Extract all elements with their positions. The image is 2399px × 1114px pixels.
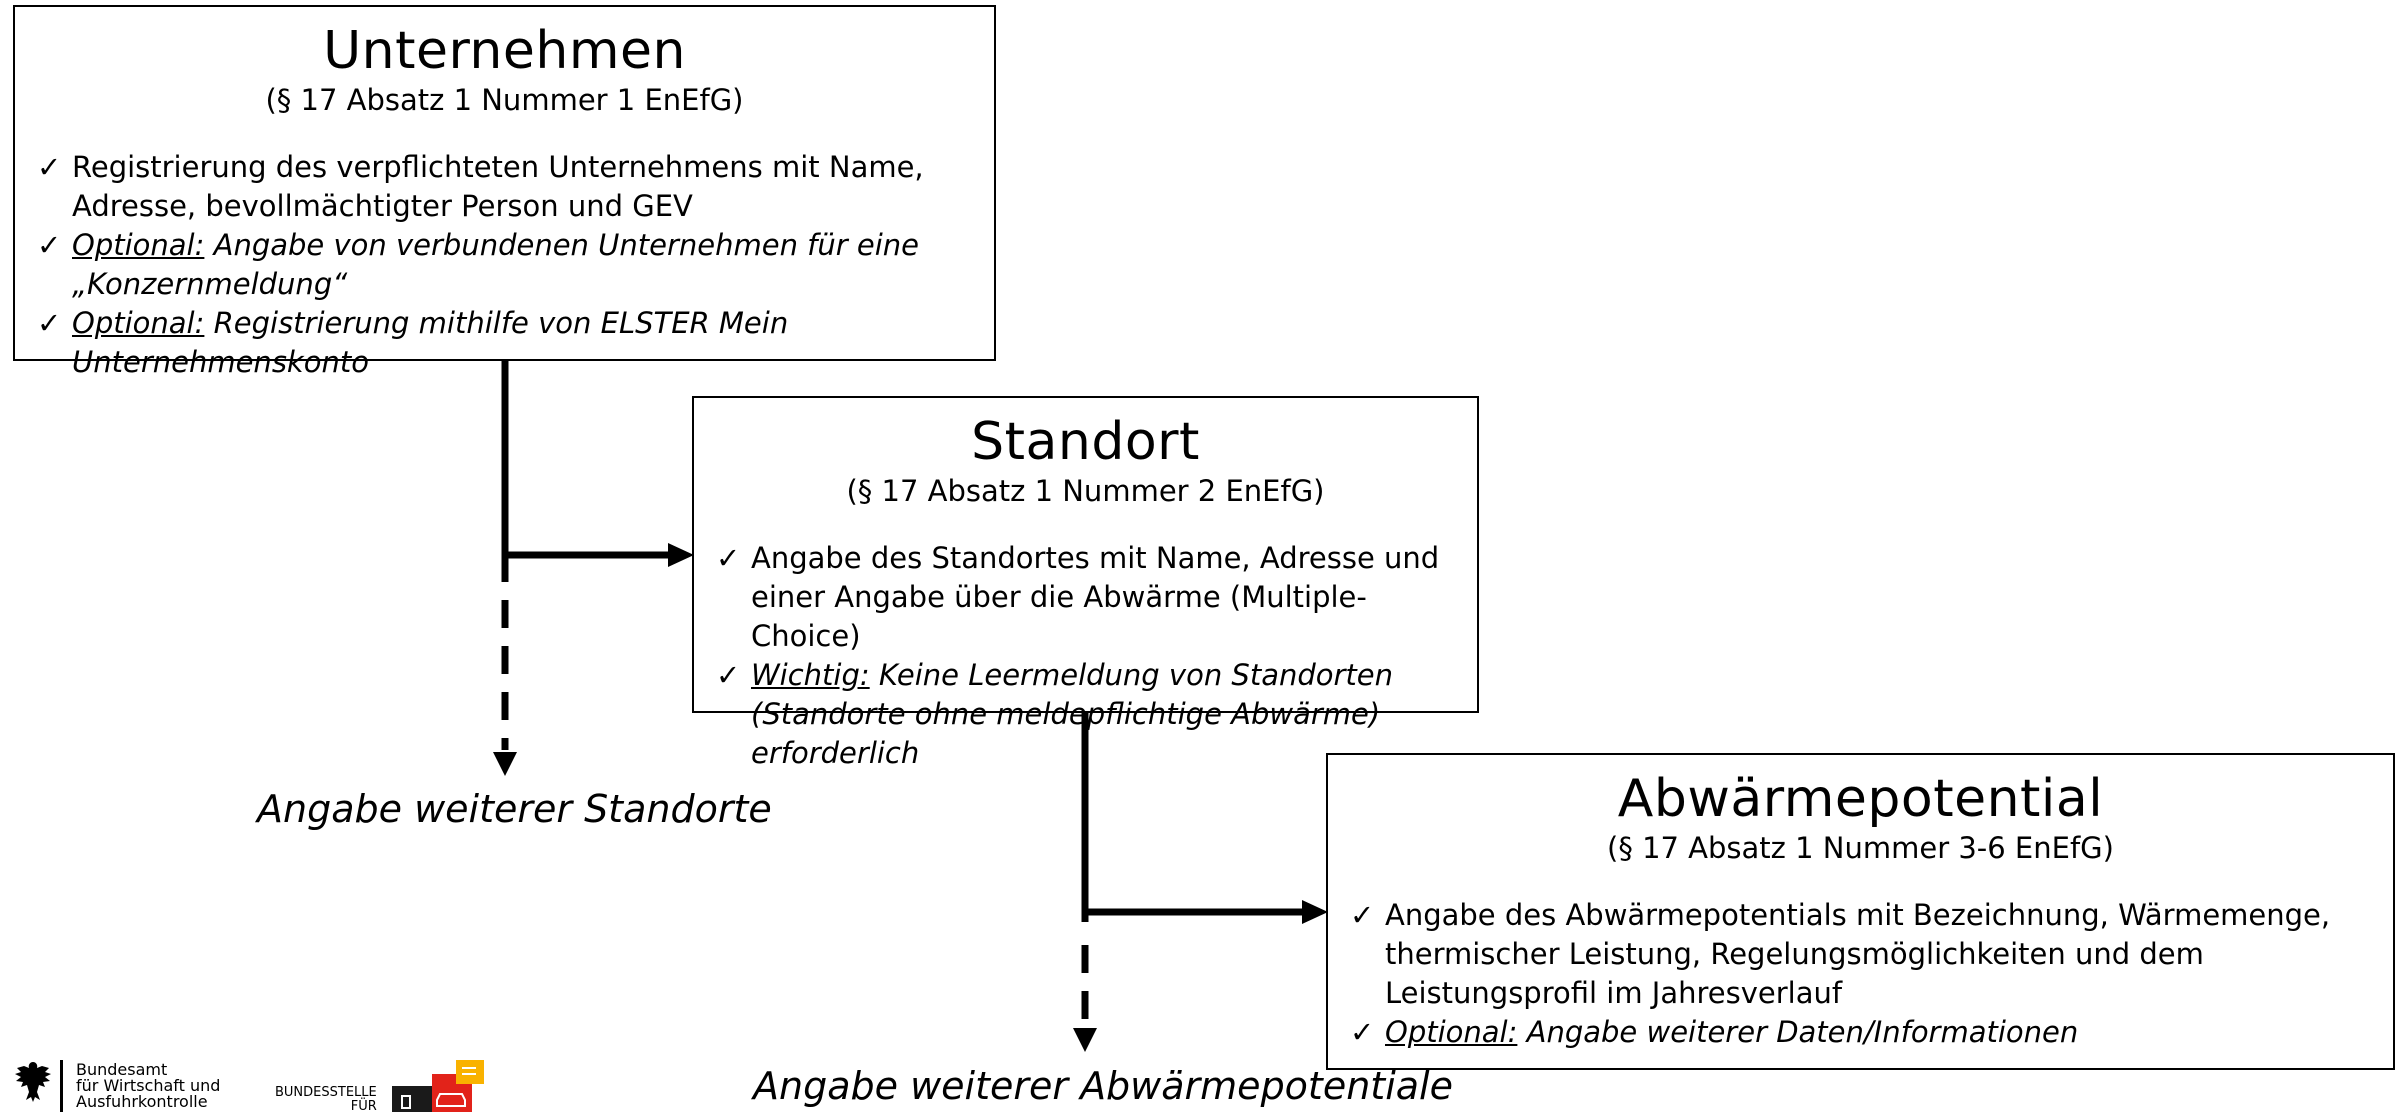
box-unternehmen-subtitle: (§ 17 Absatz 1 Nummer 1 EnEfG)	[265, 83, 744, 118]
caption-weitere-abwaermepotentiale: Angabe weiterer Abwärmepotentiale	[753, 1064, 1453, 1108]
item-text: Angabe des Abwärmepotentials mit Bezeich…	[1385, 897, 2331, 1010]
bundesstelle-line: BUNDESSTELLE	[275, 1085, 377, 1100]
box-standort-title: Standort	[971, 412, 1200, 472]
box-standort: Standort (§ 17 Absatz 1 Nummer 2 EnEfG) …	[692, 396, 1479, 770]
list-item: ✓ Wichtig: Keine Leermeldung von Standor…	[716, 656, 1459, 773]
box-abwaermepotential-title: Abwärmepotential	[1617, 769, 2104, 829]
arrowhead-weitere-abwaerme	[1073, 1028, 1097, 1052]
checkmark-icon: ✓	[37, 305, 62, 340]
box-unternehmen-list: ✓ Registrierung des verpflichteten Unter…	[15, 148, 994, 382]
box-standort-list: ✓ Angabe des Standortes mit Name, Adress…	[694, 539, 1477, 773]
list-item: ✓ Angabe des Standortes mit Name, Adress…	[716, 539, 1459, 656]
box-abwaermepotential-list: ✓ Angabe des Abwärmepotentials mit Bezei…	[1328, 896, 2393, 1052]
item-text: Angabe von verbundenen Unternehmen für e…	[72, 227, 920, 301]
bafa-wordmark: Bundesamt für Wirtschaft und Ausfuhrkont…	[76, 1062, 220, 1110]
box-unternehmen-title: Unternehmen	[323, 21, 686, 81]
checkmark-icon: ✓	[716, 540, 741, 575]
bundesstelle-wordmark: BUNDESSTELLE FÜR	[275, 1086, 377, 1114]
list-item: ✓ Optional: Angabe weiterer Daten/Inform…	[1350, 1013, 2375, 1052]
bundesstelle-logo-icon	[392, 1060, 484, 1112]
box-abwaermepotential-subtitle: (§ 17 Absatz 1 Nummer 3-6 EnEfG)	[1607, 831, 2114, 866]
item-text: Keine Leermeldung von Standorten (Stando…	[751, 657, 1394, 770]
item-text: Registrierung mithilfe von ELSTER Mein U…	[72, 305, 789, 379]
item-text: Angabe des Standortes mit Name, Adresse …	[751, 540, 1440, 653]
bafa-line: Ausfuhrkontrolle	[76, 1092, 208, 1111]
item-text: Angabe weiterer Daten/Informationen	[1526, 1014, 2079, 1049]
checkmark-icon: ✓	[37, 227, 62, 262]
eagle-icon	[15, 1062, 51, 1102]
item-label: Optional:	[72, 227, 205, 262]
checkmark-icon: ✓	[1350, 897, 1375, 932]
list-item: ✓ Optional: Registrierung mithilfe von E…	[37, 304, 976, 382]
item-label: Wichtig:	[751, 657, 870, 692]
bafa-divider	[60, 1060, 63, 1112]
bafa-line: Bundesamt	[76, 1060, 168, 1079]
bundesstelle-line: FÜR	[350, 1099, 377, 1114]
box-unternehmen: Unternehmen (§ 17 Absatz 1 Nummer 1 EnEf…	[13, 5, 996, 379]
checkmark-icon: ✓	[1350, 1014, 1375, 1049]
item-label: Optional:	[1385, 1014, 1518, 1049]
arrowhead-weitere-standorte	[493, 752, 517, 776]
item-label: Optional:	[72, 305, 205, 340]
item-text: Registrierung des verpflichteten Unterne…	[72, 149, 924, 223]
list-item: ✓ Registrierung des verpflichteten Unter…	[37, 148, 976, 226]
arrowhead-to-standort	[668, 543, 694, 567]
checkmark-icon: ✓	[716, 657, 741, 692]
list-item: ✓ Optional: Angabe von verbundenen Unter…	[37, 226, 976, 304]
box-abwaermepotential: Abwärmepotential (§ 17 Absatz 1 Nummer 3…	[1326, 753, 2395, 1070]
bafa-line: für Wirtschaft und	[76, 1076, 221, 1095]
caption-weitere-standorte: Angabe weiterer Standorte	[257, 787, 772, 831]
list-item: ✓ Angabe des Abwärmepotentials mit Bezei…	[1350, 896, 2375, 1013]
arrowhead-to-abwaerme	[1302, 900, 1328, 924]
box-standort-subtitle: (§ 17 Absatz 1 Nummer 2 EnEfG)	[846, 474, 1325, 509]
checkmark-icon: ✓	[37, 149, 62, 184]
